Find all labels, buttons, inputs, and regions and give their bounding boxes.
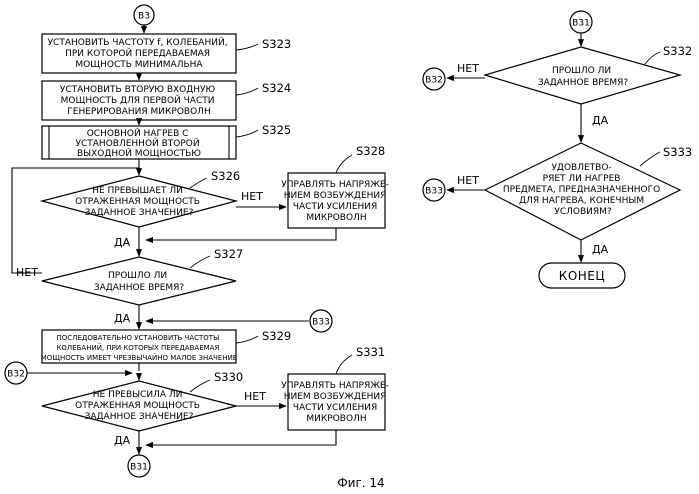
step-id-s327: S327 xyxy=(214,247,243,261)
step-id-s326: S326 xyxy=(211,169,240,183)
s327-yes-label: ДА xyxy=(114,312,131,325)
process-s329: ПОСЛЕДОВАТЕЛЬНО УСТАНОВИТЬ ЧАСТОТЫ КОЛЕБ… xyxy=(41,330,237,363)
decision-s326-text: НЕ ПРЕВЫШАЕТ ЛИ ОТРАЖЕННАЯ МОЩНОСТЬ ЗАДА… xyxy=(75,186,203,218)
figure-caption: Фиг. 14 xyxy=(337,476,384,490)
end-terminator: КОНЕЦ xyxy=(539,263,625,288)
decision-s330: НЕ ПРЕВЫСИЛА ЛИ ОТРАЖЕННАЯ МОЩНОСТЬ ЗАДА… xyxy=(42,381,236,431)
s326-yes-label: ДА xyxy=(114,236,131,249)
connector-b32-out-label: B32 xyxy=(425,76,443,86)
step-id-s325: S325 xyxy=(262,123,291,137)
connector-b33-out-label: B33 xyxy=(425,187,443,197)
connector-b31-start-label: B31 xyxy=(572,19,590,29)
step-id-s329: S329 xyxy=(262,329,291,343)
process-s325-text: ОСНОВНОЙ НАГРЕВ С УСТАНОВЛЕННОЙ ВТОРОЙ В… xyxy=(76,127,203,159)
decision-s326: НЕ ПРЕВЫШАЕТ ЛИ ОТРАЖЕННАЯ МОЩНОСТЬ ЗАДА… xyxy=(42,176,236,227)
process-s331: УПРАВЛЯТЬ НАПРЯЖЕ- НИЕМ ВОЗБУЖДЕНИЯ ЧАСТ… xyxy=(281,374,391,430)
connector-b31-start: B31 xyxy=(570,11,592,33)
process-s323: УСТАНОВИТЬ ЧАСТОТУ f, КОЛЕБАНИЙ, ПРИ КОТ… xyxy=(42,34,236,73)
s332-yes-label: ДА xyxy=(592,114,609,127)
process-s324-text: УСТАНОВИТЬ ВТОРУЮ ВХОДНУЮ МОЩНОСТЬ ДЛЯ П… xyxy=(60,85,218,117)
step-id-s323: S323 xyxy=(262,37,291,51)
step-id-s333: S333 xyxy=(663,145,692,159)
s330-no-label: НЕТ xyxy=(244,390,266,403)
end-label: КОНЕЦ xyxy=(559,269,605,283)
decision-s330-text: НЕ ПРЕВЫСИЛА ЛИ ОТРАЖЕННАЯ МОЩНОСТЬ ЗАДА… xyxy=(75,390,203,422)
s330-yes-label: ДА xyxy=(114,434,131,447)
step-id-s324: S324 xyxy=(262,81,291,95)
connector-b33-in-label: B33 xyxy=(312,318,330,328)
connector-b33-in: B33 xyxy=(310,310,332,332)
connector-b32-out: B32 xyxy=(423,68,445,90)
step-id-s332: S332 xyxy=(663,44,692,58)
s333-yes-label: ДА xyxy=(592,243,609,256)
process-s329-text: ПОСЛЕДОВАТЕЛЬНО УСТАНОВИТЬ ЧАСТОТЫ КОЛЕБ… xyxy=(41,334,237,362)
process-s328: УПРАВЛЯТЬ НАПРЯЖЕ- НИЕМ ВОЗБУЖДЕНИЯ ЧАСТ… xyxy=(281,173,391,228)
connector-b32-in-label: B32 xyxy=(7,370,25,380)
decision-s332: ПРОШЛО ЛИ ЗАДАННОЕ ВРЕМЯ? xyxy=(485,47,680,104)
step-id-s330: S330 xyxy=(214,370,243,384)
connector-b3: B3 xyxy=(134,5,154,25)
connector-b31-out: B31 xyxy=(128,455,150,477)
process-s324: УСТАНОВИТЬ ВТОРУЮ ВХОДНУЮ МОЩНОСТЬ ДЛЯ П… xyxy=(42,81,236,120)
s332-no-label: НЕТ xyxy=(457,62,479,75)
s326-no-label: НЕТ xyxy=(241,190,263,203)
step-id-s331: S331 xyxy=(356,345,385,359)
connector-b3-label: B3 xyxy=(138,12,150,22)
step-id-s328: S328 xyxy=(356,144,385,158)
connector-b31-out-label: B31 xyxy=(130,463,148,473)
process-s325: ОСНОВНОЙ НАГРЕВ С УСТАНОВЛЕННОЙ ВТОРОЙ В… xyxy=(42,126,236,159)
connector-b32-in: B32 xyxy=(5,362,27,384)
s333-no-label: НЕТ xyxy=(457,174,479,187)
s327-no-label: НЕТ xyxy=(16,266,38,279)
decision-s327: ПРОШЛО ЛИ ЗАДАННОЕ ВРЕМЯ? xyxy=(42,257,236,305)
connector-b33-out: B33 xyxy=(423,179,445,201)
